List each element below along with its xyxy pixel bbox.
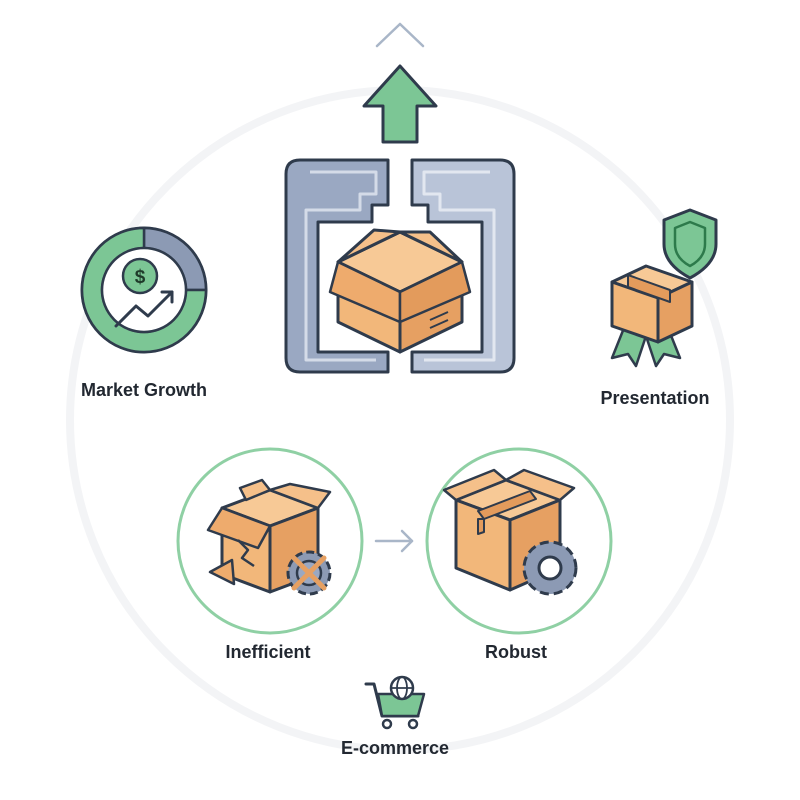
broken-gear-icon bbox=[286, 550, 332, 596]
up-arrow-icon bbox=[362, 64, 438, 144]
award-box-shield-icon bbox=[610, 208, 718, 368]
ecommerce-label: E-commerce bbox=[341, 738, 449, 758]
robust-node bbox=[425, 447, 613, 635]
chevron-up-icon bbox=[375, 22, 425, 48]
market-growth-label: Market Growth bbox=[81, 380, 207, 400]
svg-text:$: $ bbox=[135, 267, 146, 288]
clamp-box-icon bbox=[284, 158, 516, 374]
background-ring bbox=[66, 86, 734, 754]
inefficient-label: Inefficient bbox=[225, 642, 310, 662]
dollar-donut-chart-icon: $ bbox=[80, 226, 208, 354]
presentation-label: Presentation bbox=[600, 388, 709, 408]
gear-icon bbox=[522, 540, 578, 596]
shopping-cart-globe-icon bbox=[364, 675, 426, 730]
arrow-right-icon bbox=[374, 529, 414, 553]
inefficient-node bbox=[176, 447, 364, 635]
damaged-box-icon bbox=[206, 478, 332, 594]
robust-label: Robust bbox=[485, 642, 547, 662]
